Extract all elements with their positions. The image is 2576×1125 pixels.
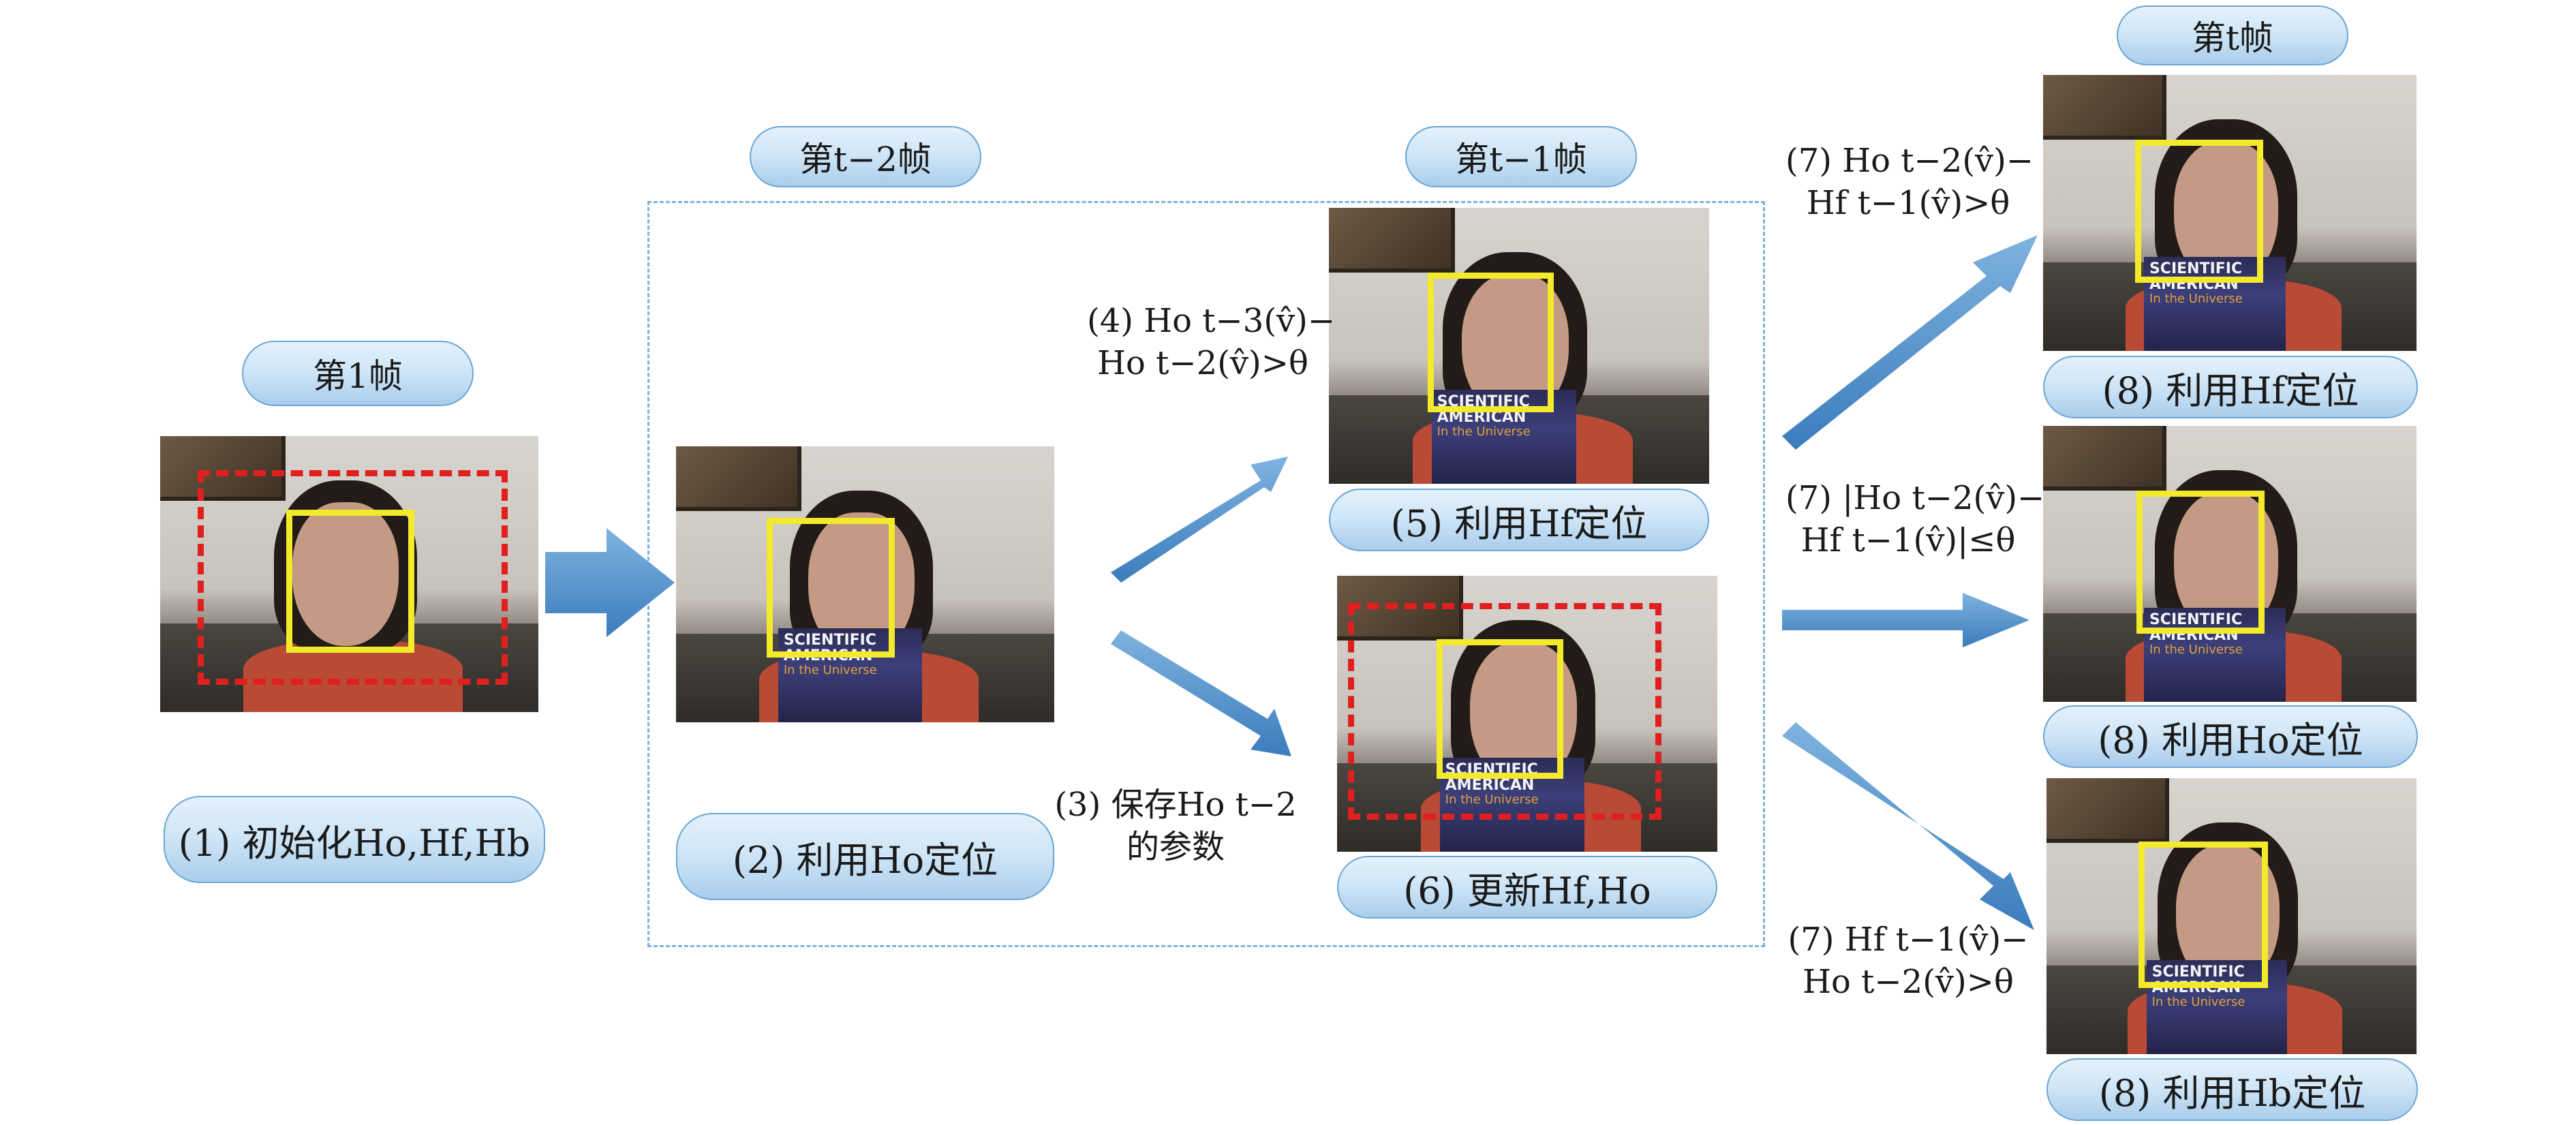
arrow-frame1-to-t2 [545, 528, 675, 637]
step-7-condition-c: (7) Hf t−1(v̂)− Ho t−2(v̂)>θ [1788, 921, 2029, 1001]
arrow-to-step6 [1111, 630, 1291, 756]
person-face [292, 502, 399, 646]
step-4-condition: (4) Ho t−3(v̂)− Ho t−2(v̂)>θ [1087, 302, 1336, 382]
frame-1-image [160, 436, 538, 712]
step-1-initialize: (1) 初始化Ho,Hf,Hb [164, 796, 545, 883]
wall-picture [2043, 75, 2167, 140]
wall-picture [2043, 426, 2167, 491]
face-track-box [2136, 491, 2265, 634]
arrow-to-frame-t-b [1782, 593, 2029, 647]
step-7-condition-a: (7) Ho t−2(v̂)− Hf t−1(v̂)>θ [1785, 142, 2034, 222]
face-track-box [1428, 273, 1554, 412]
face-track-box [286, 510, 414, 653]
step-3-save: (3) 保存Ho t−2 的参数 [1054, 786, 1297, 866]
step-6-update: (6) 更新Hf,Ho [1337, 856, 1717, 919]
frame-1-header: 第1帧 [242, 341, 474, 406]
arrow-to-frame-t-a [1782, 235, 2038, 450]
face-track-box [2138, 842, 2268, 988]
frame-t-minus-2-header: 第t−2帧 [750, 126, 981, 187]
arrow-to-step5 [1111, 457, 1288, 583]
wall-picture [2046, 778, 2169, 844]
wall-picture [160, 436, 286, 502]
frame-t-header: 第t帧 [2117, 5, 2348, 65]
face-track-box [2135, 140, 2263, 283]
wall-picture [676, 446, 801, 512]
arrow-to-frame-t-c [1782, 722, 2034, 930]
face-track-box [767, 518, 895, 658]
step-7-condition-b: (7) |Ho t−2(v̂)− Hf t−1(v̂)|≤θ [1785, 479, 2045, 559]
step-8-locate-hf: (8) 利用Hf定位 [2043, 356, 2418, 418]
frame-t-minus-1-header: 第t−1帧 [1405, 126, 1637, 187]
background-search-box [198, 470, 508, 685]
wall-picture [1329, 208, 1455, 273]
step-2-locate-ho: (2) 利用Ho定位 [676, 813, 1054, 900]
background-search-box [1348, 603, 1661, 820]
step-8-locate-ho: (8) 利用Ho定位 [2043, 705, 2418, 768]
step-5-locate-hf: (5) 利用Hf定位 [1329, 489, 1709, 551]
step-8-locate-hb: (8) 利用Hb定位 [2046, 1058, 2418, 1121]
face-track-box [1437, 639, 1563, 779]
